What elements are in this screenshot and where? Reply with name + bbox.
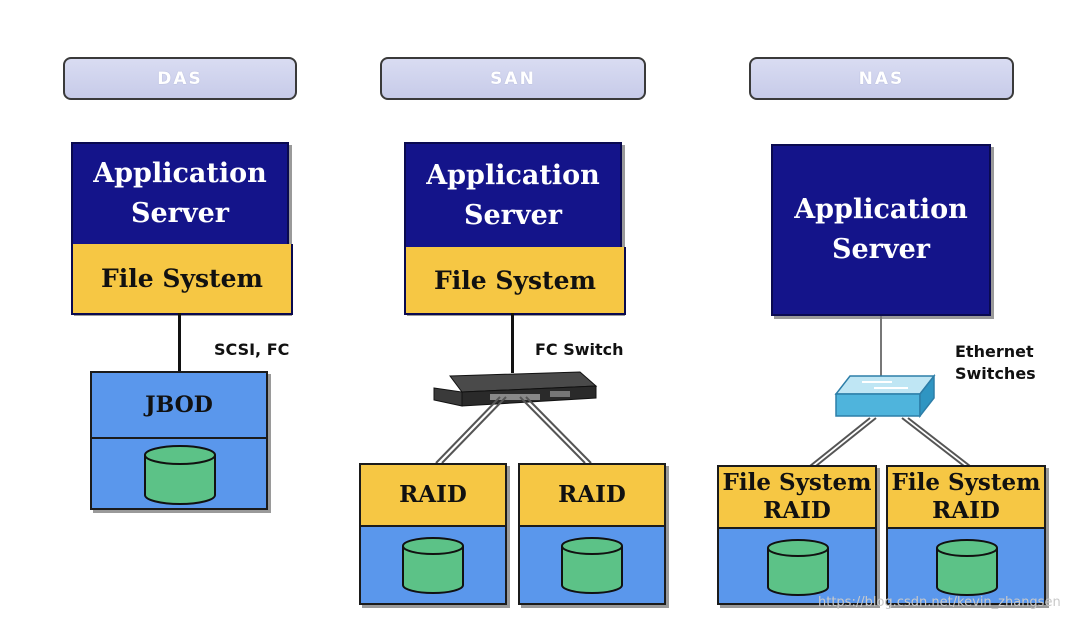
das-connection-line — [178, 313, 181, 371]
san-server-line1: Application — [426, 159, 600, 191]
das-jbod-storage: JBOD — [90, 371, 268, 510]
nas-server-line1: Application — [794, 194, 968, 225]
nas-storage-left-line1: File System — [722, 469, 872, 496]
das-server-line1: Application — [93, 158, 267, 189]
jbod-label: JBOD — [92, 373, 266, 439]
nas-storage-left: File System RAID — [717, 465, 877, 605]
nas-connection-line1: Ethernet — [955, 342, 1034, 361]
das-connection-label: SCSI, FC — [214, 340, 290, 359]
nas-storage-right-label: File System RAID — [888, 467, 1044, 529]
disk-icon — [402, 537, 464, 594]
san-file-system: File System — [404, 247, 626, 315]
nas-switch-links — [809, 417, 971, 467]
disk-icon — [561, 537, 623, 594]
san-raid-right-text: RAID — [558, 481, 626, 508]
nas-storage-left-line2: RAID — [763, 497, 831, 524]
san-raid-right-label: RAID — [520, 465, 664, 527]
san-raid-right: RAID — [518, 463, 666, 605]
watermark: https://blog.csdn.net/kevin_zhangsen — [818, 595, 1061, 610]
san-connection-label: FC Switch — [535, 340, 624, 359]
nas-connection-line — [880, 316, 882, 378]
san-switch-links — [435, 396, 592, 464]
san-server-label: Application Server — [406, 144, 620, 247]
nas-storage-right-line2: RAID — [932, 497, 1000, 524]
das-application-server: Application Server File System — [71, 142, 293, 315]
nas-storage-right: File System RAID — [886, 465, 1046, 605]
nas-connection-label: Ethernet Switches — [955, 341, 1036, 385]
das-file-system: File System — [71, 244, 293, 315]
nas-server-line2: Server — [832, 234, 930, 265]
nas-connection-line2: Switches — [955, 364, 1036, 383]
disk-icon — [936, 539, 998, 596]
section-header-san: SAN — [380, 57, 646, 100]
section-header-nas: NAS — [749, 57, 1014, 100]
san-raid-left-text: RAID — [399, 481, 467, 508]
disk-icon — [767, 539, 829, 596]
ethernet-switch-icon — [834, 373, 936, 419]
nas-storage-right-line1: File System — [891, 469, 1041, 496]
san-connection-line — [511, 313, 514, 373]
san-raid-left-label: RAID — [361, 465, 505, 527]
san-application-server: Application Server File System — [404, 142, 626, 315]
disk-icon — [144, 445, 216, 505]
san-raid-left: RAID — [359, 463, 507, 605]
nas-server-label: Application Server — [773, 146, 989, 314]
section-header-das: DAS — [63, 57, 297, 100]
nas-storage-left-label: File System RAID — [719, 467, 875, 529]
nas-application-server: Application Server — [771, 144, 991, 316]
das-server-label: Application Server — [73, 144, 287, 244]
san-server-line2: Server — [464, 199, 562, 231]
das-server-line2: Server — [131, 198, 229, 229]
